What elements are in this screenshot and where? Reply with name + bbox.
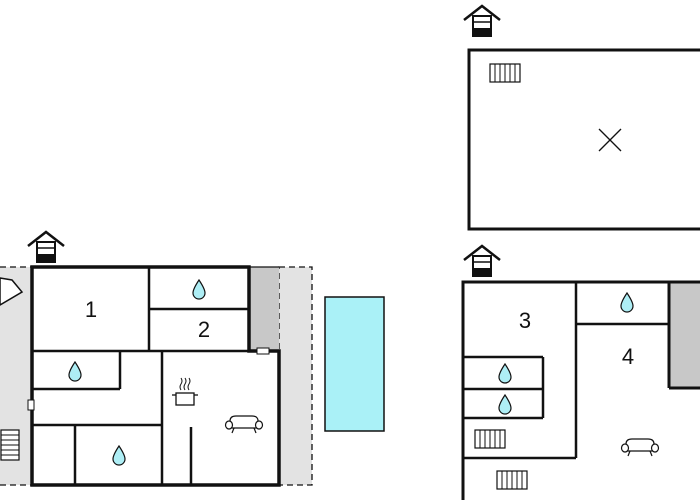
water-drop-icon [620,292,634,313]
room-label-4: 4 [622,344,634,369]
cooking-pot-icon [171,377,199,406]
radiator-icon [489,63,521,83]
terrace-right [279,267,312,485]
building-outline-right [461,280,700,500]
room-label-3: 3 [519,308,531,333]
water-drop-icon [192,279,206,300]
sofa-icon [224,415,264,434]
radiator-icon [0,429,20,461]
room-label-2: 2 [198,317,210,342]
house-floor-icon [26,230,66,264]
room-label-1: 1 [85,297,97,322]
upper-floor-outline [467,48,700,231]
water-drop-icon [498,363,512,384]
water-drop-icon [112,445,126,466]
radiator-icon [474,429,506,449]
water-drop-icon [498,394,512,415]
water-drop-icon [68,361,82,382]
radiator-icon [496,470,528,490]
gray-wall-block [249,267,279,351]
house-floor-icon [462,244,502,278]
empty-space-cross [598,128,622,152]
gray-wall-block [669,282,700,388]
pool [324,296,385,432]
sofa-icon [620,438,660,457]
roof-triangle-marker [0,277,24,306]
house-floor-icon [462,4,502,38]
